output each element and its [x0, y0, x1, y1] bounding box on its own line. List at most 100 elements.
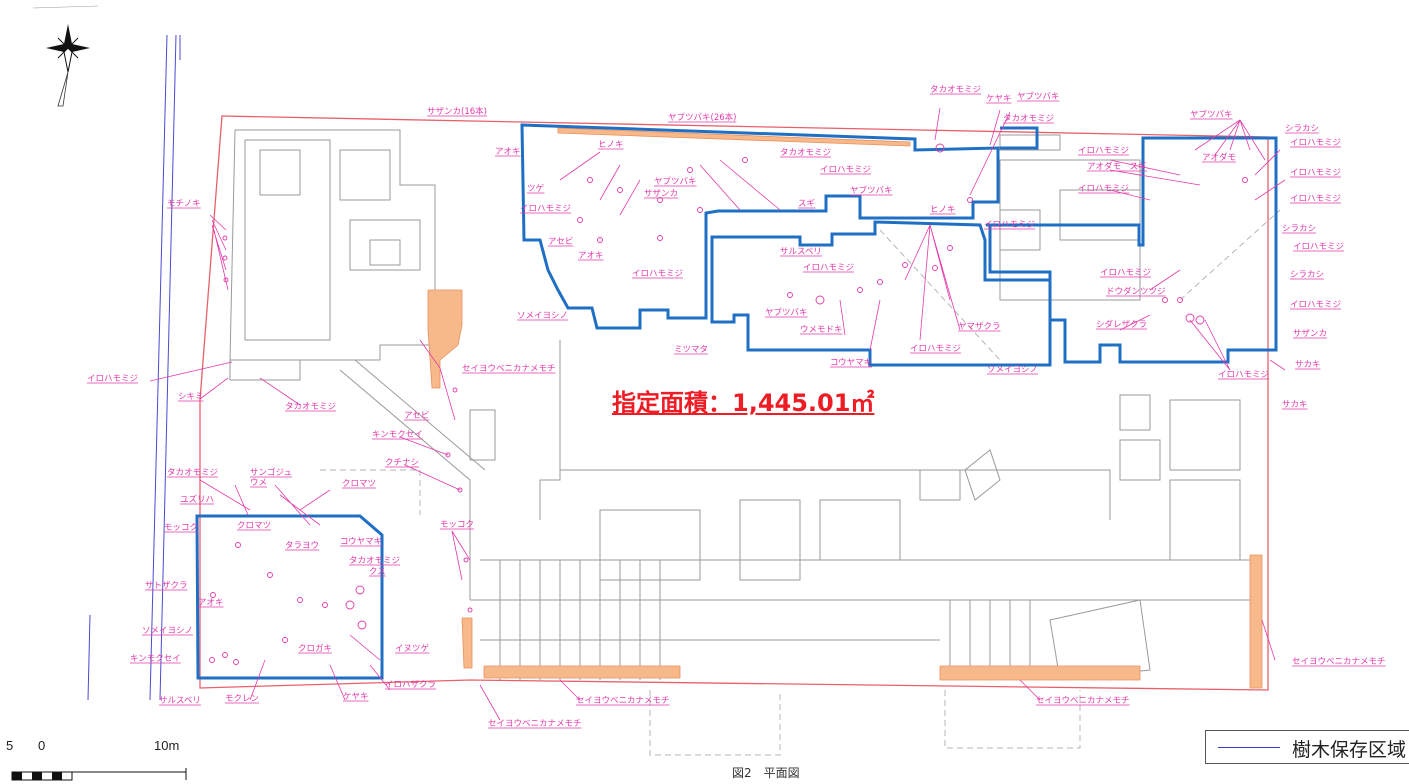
- north-arrow-icon: [32, 5, 99, 107]
- tree-label: コウヤマキ: [830, 358, 872, 368]
- tree-label: サカキ: [1295, 360, 1321, 370]
- tree-leader-lines: [149, 107, 1286, 721]
- tree-label: セイヨウベニカナメモチ: [462, 364, 556, 374]
- tree-label: タラヨウ: [285, 541, 319, 551]
- tree-label: イヌツゲ: [395, 643, 430, 654]
- tree-label: セイヨウベニカナメモチ: [576, 696, 670, 706]
- tree-label: イロハモミジ: [1290, 138, 1341, 148]
- tree-label: セイヨウベニカナメモチ: [1036, 696, 1130, 706]
- tree-label: アオキ: [198, 598, 224, 608]
- tree-label: イロハモミジ: [1078, 184, 1129, 194]
- scale-bar: 5 0 10m: [6, 738, 196, 784]
- tree-label: ドウダンツツジ: [1106, 286, 1166, 297]
- tree-label: イロハモミジ: [910, 344, 961, 354]
- tree-label: キンモクセイ: [130, 654, 181, 664]
- legend-box: 樹木保存区域: [1205, 730, 1409, 764]
- tree-label: タカオモミジ: [1003, 114, 1054, 124]
- tree-label: ヒノキ: [930, 205, 956, 215]
- preserve-zones: [195, 123, 1278, 680]
- tree-label: イロハモミジ: [820, 165, 871, 175]
- tree-label: ヤブツバキ: [765, 307, 808, 318]
- legend-line: [1218, 747, 1280, 748]
- tree-label: サルスベリ: [159, 696, 201, 706]
- tree-label: シラカシ: [1285, 124, 1319, 134]
- tree-label: シキミ: [178, 392, 204, 402]
- tree-label: イロハモミジ: [1218, 370, 1269, 380]
- tree-label: イロハモミジ: [1078, 146, 1129, 156]
- building-outlines: [229, 129, 1250, 681]
- tree-label: タカオモミジ: [780, 148, 831, 158]
- scale-bar-graphic: [11, 768, 187, 781]
- tree-label: アセビ: [404, 411, 429, 421]
- tree-label: タカオモミジ: [930, 85, 981, 95]
- tree-label: サルスベリ: [780, 247, 822, 257]
- tree-label: モッコク: [164, 523, 198, 533]
- tree-label: サンゴジュ: [250, 467, 292, 478]
- tree-label: ソメイヨシノ: [142, 626, 193, 636]
- tree-label: ヤブツバキ: [850, 185, 893, 196]
- tree-label: アオキ: [578, 251, 604, 261]
- tree-label: アオダモ スギ: [1087, 161, 1147, 172]
- tree-label: ヤブツバキ: [1017, 91, 1060, 102]
- tree-label: ヤブツバキ(26本): [668, 112, 736, 123]
- scale-label-5: 5: [6, 738, 14, 753]
- tree-label: イロハモミジ: [520, 204, 571, 214]
- tree-label: ソメイヨシノ: [987, 365, 1038, 375]
- tree-label: イロハザクラ: [385, 680, 436, 690]
- tree-label: イロハモミジ: [803, 263, 854, 273]
- tree-label: ヤブツバキ: [654, 176, 697, 187]
- hedge-areas: [427, 127, 1263, 689]
- tree-label: イロハモミジ: [87, 374, 138, 384]
- tree-label: シラカシ: [1282, 224, 1316, 234]
- figure-caption: 図2 平面図: [732, 766, 800, 780]
- tree-label: ツゲ: [527, 183, 545, 194]
- tree-label: サザンカ(16本): [427, 106, 487, 117]
- tree-label: ケヤキ: [343, 692, 369, 702]
- tree-label: ヤブツバキ: [1190, 109, 1233, 120]
- tree-label: イロハモミジ: [1290, 194, 1341, 204]
- legend-label: 樹木保存区域: [1292, 739, 1407, 761]
- tree-label: ヒノキ: [598, 140, 624, 150]
- tree-label: イロハモミジ: [1290, 300, 1341, 310]
- tree-label: ウメモドキ: [800, 325, 843, 335]
- tree-label: キンモクセイ: [372, 430, 423, 440]
- tree-label: セイヨウベニカナメモチ: [488, 719, 582, 729]
- tree-label: アセビ: [548, 237, 573, 247]
- tree-label: モッコク: [440, 520, 474, 530]
- tree-label: ミツマタ: [674, 345, 708, 355]
- tree-label: クロガキ: [298, 643, 332, 654]
- road-lines: [87, 34, 181, 701]
- designated-area-title: 指定面積：1,445.01㎡: [612, 389, 875, 417]
- tree-label: ソメイヨシノ: [517, 311, 568, 321]
- tree-markers: [209, 143, 1248, 665]
- scale-label-10m: 10m: [154, 738, 180, 753]
- tree-label: サザンカ: [1293, 329, 1327, 339]
- tree-label: ウメ: [250, 478, 267, 488]
- tree-label: セイヨウベニカナメモチ: [1292, 657, 1386, 667]
- tree-label: アオキ: [495, 147, 521, 157]
- tree-label: タカオモミジ: [285, 402, 336, 412]
- tree-label: イロハモミジ: [984, 220, 1035, 230]
- tree-label: サザンカ: [644, 189, 678, 199]
- tree-label: ケヤキ: [986, 94, 1012, 104]
- tree-label: イロハモミジ: [1100, 268, 1151, 278]
- tree-label: モクレン: [225, 694, 259, 704]
- tree-label: イロハモミジ: [1293, 242, 1344, 252]
- tree-label: アオダモ: [1202, 152, 1236, 163]
- tree-labels: タカオモミジケヤキヤブツバキサザンカ(16本)ヤブツバキ(26本)タカオモミジヤ…: [87, 85, 1386, 729]
- tree-label: シダレザクラ: [1096, 319, 1147, 330]
- tree-label: クロマツ: [342, 479, 376, 489]
- tree-label: イロハモミジ: [632, 269, 683, 279]
- tree-label: イロハモミジ: [1290, 168, 1341, 178]
- tree-label: スギ: [798, 199, 816, 209]
- tree-label: サトザクラ: [145, 581, 188, 591]
- tree-label: コウヤマキ: [340, 537, 382, 547]
- tree-label: サカキ: [1282, 400, 1308, 410]
- tree-label: ヤマザクラ: [958, 322, 1001, 332]
- tree-label: クチナシ: [385, 458, 419, 468]
- tree-label: ユズリハ: [180, 494, 214, 505]
- tree-label: クス: [369, 567, 386, 577]
- tree-label: クロマツ: [237, 521, 271, 531]
- tree-label: モチノキ: [167, 199, 201, 209]
